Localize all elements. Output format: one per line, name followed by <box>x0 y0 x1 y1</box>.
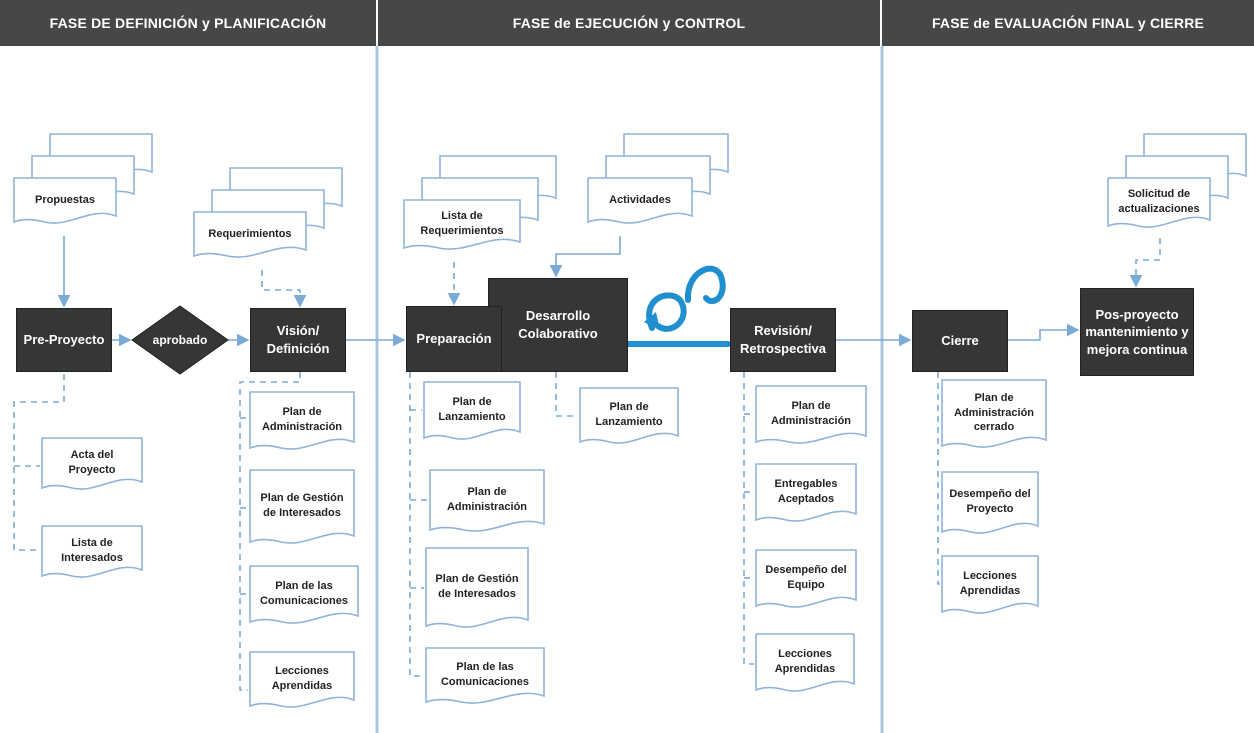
document-shape <box>429 469 545 532</box>
doc-plan-administracion-cerrado: Plan de Administración cerrado <box>953 391 1035 434</box>
connector-line <box>409 372 424 677</box>
doc-desempeno-proyecto: Desempeño del Proyecto <box>949 488 1031 515</box>
phase-title: FASE de EJECUCIÓN y CONTROL <box>512 15 746 31</box>
doc-plan-administracion: Plan de Administración <box>261 406 343 433</box>
process-revision-retrospectiva: Revisión/ Retrospectiva <box>730 308 836 372</box>
document-shape <box>941 471 1039 534</box>
doc-lista-requerimientos: Lista de Requerimientos <box>420 210 504 237</box>
doc-solicitud-actualizaciones: Solicitud de actualizaciones <box>1118 188 1200 215</box>
document-shape <box>249 469 355 544</box>
loop-arrow-icon <box>644 312 660 330</box>
decision-label: aprobado <box>152 333 208 347</box>
connector-line <box>743 372 754 665</box>
process-preparacion: Preparación <box>406 306 502 372</box>
phase-title: FASE DE DEFINICIÓN y PLANIFICACIÓN <box>49 15 327 31</box>
process-desarrollo-colaborativo: Desarrollo Colaborativo <box>488 278 628 372</box>
doc-plan-gestion-interesados: Plan de Gestión de Interesados <box>435 573 519 600</box>
connector-line <box>555 372 578 417</box>
document-shape <box>403 199 521 250</box>
doc-desempeno-equipo: Desempeño del Equipo <box>765 564 847 591</box>
phase-title: FASE de EVALUACIÓN FINAL y CIERRE <box>931 15 1205 31</box>
doc-lecciones-aprendidas: Lecciones Aprendidas <box>959 570 1021 597</box>
connector-line <box>937 372 940 585</box>
document-shape <box>425 647 545 704</box>
document-shape <box>249 565 359 624</box>
document-shape <box>579 387 679 444</box>
doc-plan-lanzamiento: Plan de Lanzamiento <box>595 401 663 428</box>
document-shape <box>425 547 529 628</box>
document-shape <box>941 555 1039 614</box>
doc-propuestas: Propuestas <box>35 193 95 206</box>
document-shape <box>423 381 521 440</box>
doc-plan-administracion: Plan de Administración <box>446 486 528 513</box>
document-shape <box>755 633 855 692</box>
document-shape <box>193 211 307 258</box>
document-shape <box>587 177 693 224</box>
document-shape <box>755 385 867 444</box>
connector-line <box>1129 238 1161 288</box>
process-cierre: Cierre <box>912 310 1008 372</box>
doc-plan-lanzamiento: Plan de Lanzamiento <box>438 396 506 423</box>
iteration-loop-icon <box>617 265 731 347</box>
decision-diamond <box>131 305 229 375</box>
document-shape <box>41 525 143 578</box>
document-shape <box>249 651 355 708</box>
document-shape <box>249 391 355 450</box>
doc-requerimientos: Requerimientos <box>208 227 292 240</box>
connector-line <box>13 374 65 551</box>
document-shape <box>41 437 143 490</box>
doc-plan-comunicaciones: Plan de las Comunicaciones <box>259 580 349 607</box>
doc-plan-administracion: Plan de Administración <box>770 400 852 427</box>
doc-lecciones-aprendidas: Lecciones Aprendidas <box>271 665 333 692</box>
doc-entregables-aceptados: Entregables Aceptados <box>774 478 838 505</box>
connector-line <box>1008 323 1080 341</box>
doc-lecciones-aprendidas: Lecciones Aprendidas <box>774 648 836 675</box>
phase-header-ejecucion: FASE de EJECUCIÓN y CONTROL <box>378 0 880 46</box>
process-pre-proyecto: Pre-Proyecto <box>16 308 112 372</box>
document-shape <box>941 379 1047 448</box>
connector-line <box>239 372 301 691</box>
document-shape <box>1107 177 1211 228</box>
process-vision-definicion: Visión/ Definición <box>250 308 346 372</box>
doc-lista-interesados: Lista de Interesados <box>61 537 123 564</box>
process-pos-proyecto: Pos-proyecto mantenimiento y mejora cont… <box>1080 288 1194 376</box>
document-shape <box>755 463 857 522</box>
connector-line <box>549 236 621 278</box>
phase-header-definicion: FASE DE DEFINICIÓN y PLANIFICACIÓN <box>0 0 376 46</box>
doc-acta-proyecto: Acta del Proyecto <box>68 449 116 476</box>
document-shape <box>755 549 857 608</box>
phase-header-cierre: FASE de EVALUACIÓN FINAL y CIERRE <box>882 0 1254 46</box>
doc-plan-gestion-interesados: Plan de Gestión de Interesados <box>260 492 344 519</box>
doc-plan-comunicaciones: Plan de las Comunicaciones <box>440 661 530 688</box>
doc-actividades: Actividades <box>609 193 671 206</box>
document-shape <box>13 177 117 224</box>
connector-line <box>261 270 307 308</box>
